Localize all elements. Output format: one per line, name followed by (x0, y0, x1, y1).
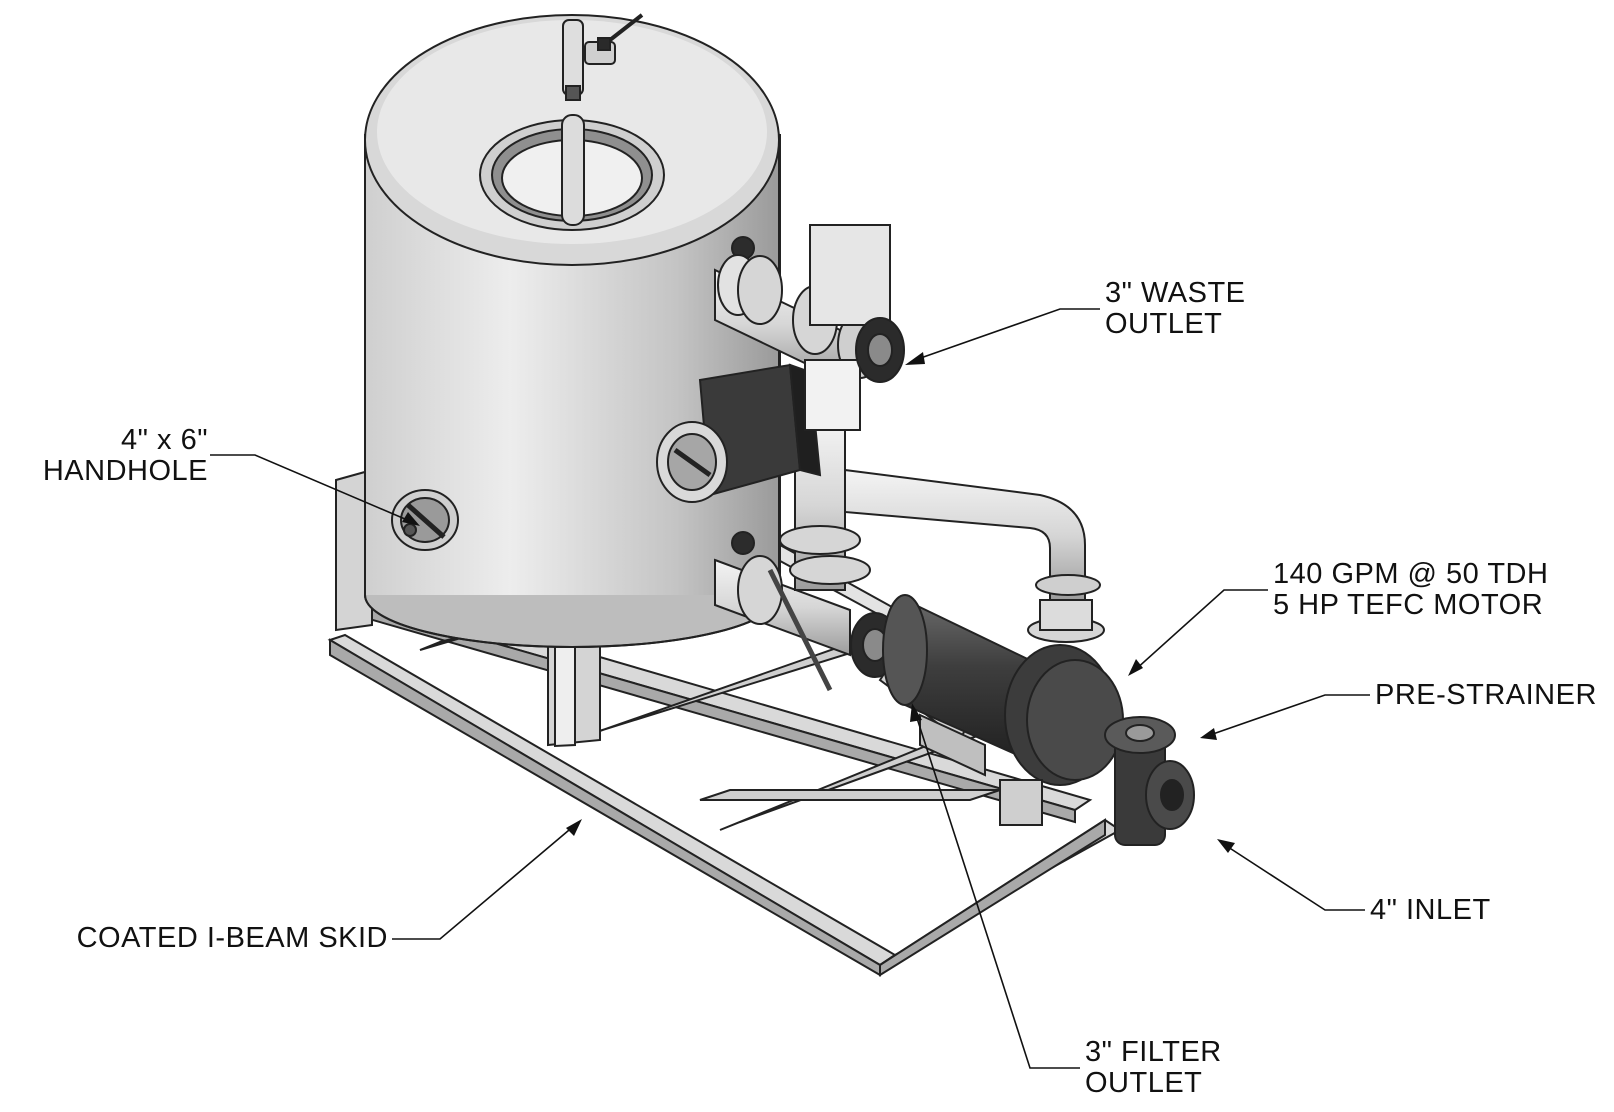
piping (714, 254, 1105, 657)
callout-handhole-line2: HANDHOLE (42, 455, 208, 487)
callout-inlet-line1: 4" INLET (1370, 894, 1491, 926)
filter-tank (364, 13, 781, 648)
callout-waste-outlet-line2: OUTLET (1105, 308, 1223, 340)
valve-actuator (656, 224, 891, 503)
callout-pre-strainer-line1: PRE-STRAINER (1375, 679, 1597, 711)
callout-inlet: 4" INLET (1370, 895, 1491, 926)
callout-handhole-line1: 4" x 6" (121, 424, 208, 456)
callout-handhole: 4" x 6" HANDHOLE (20, 425, 208, 487)
pre-strainer (1104, 716, 1195, 846)
butterfly-valves (767, 317, 905, 692)
callout-waste-outlet-line1: 3" WASTE (1105, 277, 1246, 309)
callout-pump-spec-line1: 140 GPM @ 50 TDH (1273, 558, 1549, 590)
handhole (391, 489, 459, 551)
callout-pump-spec-line2: 5 HP TEFC MOTOR (1273, 589, 1544, 621)
callout-skid: COATED I-BEAM SKID (40, 923, 388, 954)
callout-filter-outlet-line2: OUTLET (1085, 1067, 1203, 1099)
callout-pre-strainer: PRE-STRAINER (1375, 680, 1597, 711)
pump-motor (878, 594, 1124, 826)
callout-waste-outlet: 3" WASTE OUTLET (1105, 278, 1246, 340)
callout-pump-spec: 140 GPM @ 50 TDH 5 HP TEFC MOTOR (1273, 559, 1548, 621)
callout-filter-outlet: 3" FILTER OUTLET (1085, 1037, 1222, 1099)
callout-skid-line1: COATED I-BEAM SKID (76, 922, 388, 954)
leader-lines (210, 308, 1370, 1069)
callout-filter-outlet-line1: 3" FILTER (1085, 1036, 1222, 1068)
